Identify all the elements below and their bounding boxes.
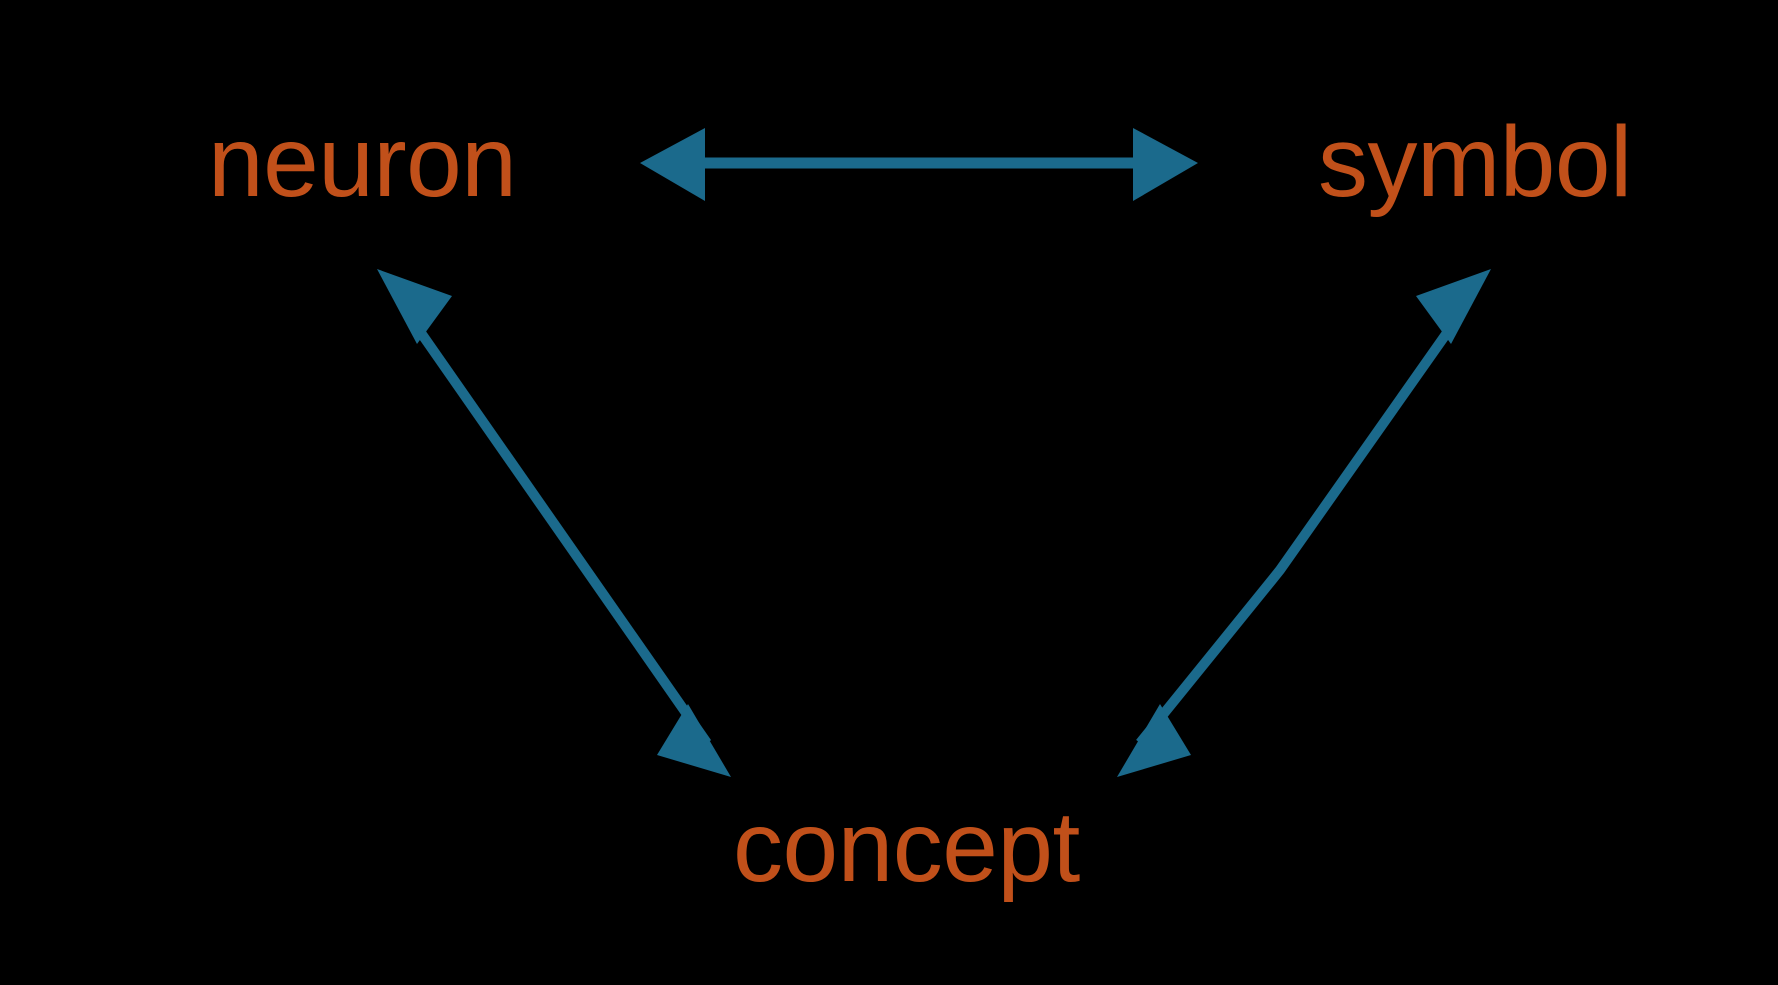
edge-symbol-concept-arrowhead-top (1416, 269, 1491, 344)
node-label-concept: concept (733, 791, 1080, 903)
edge-neuron-concept-shaft (407, 317, 712, 746)
edge-neuron-concept[interactable] (377, 269, 731, 777)
edge-symbol-concept-arrowhead-bottom (1117, 704, 1191, 777)
node-label-symbol: symbol (1318, 106, 1632, 218)
node-label-neuron: neuron (208, 106, 517, 218)
edge-neuron-symbol-arrowhead-left (640, 128, 705, 201)
edge-neuron-concept-arrowhead-bottom (657, 704, 731, 777)
edge-neuron-symbol-arrowhead-right (1133, 128, 1198, 201)
edge-neuron-concept-arrowhead-top (377, 269, 452, 344)
edge-symbol-concept[interactable] (1117, 269, 1491, 777)
edge-symbol-concept-shaft (1136, 317, 1461, 747)
edge-neuron-symbol[interactable] (640, 128, 1198, 201)
